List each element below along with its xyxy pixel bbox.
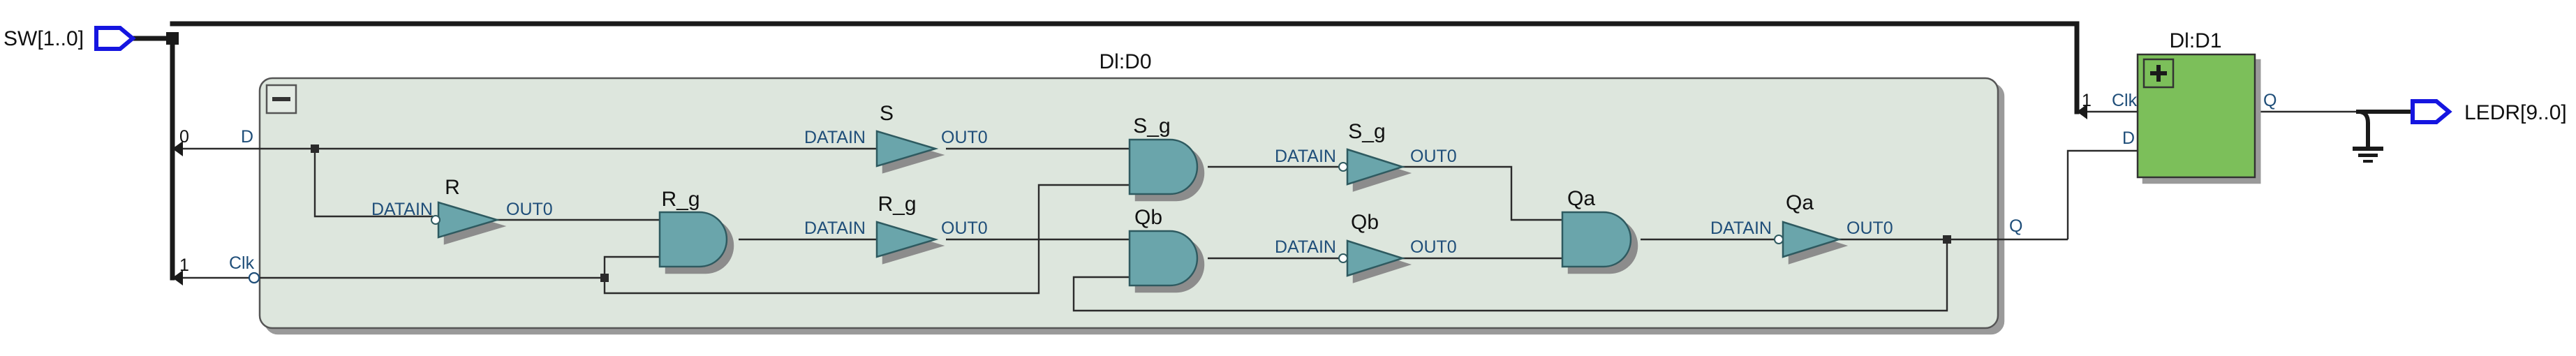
buffer-s-g-name: S_g <box>1348 120 1385 143</box>
block-d1-title: Dl:D1 <box>2169 29 2221 52</box>
input-port-label: SW[1..0] <box>3 27 84 50</box>
block-d1-pin-clk: Clk <box>2112 91 2138 110</box>
and-gate-s-g-name: S_g <box>1133 114 1170 138</box>
buffer-s-g-in: DATAIN <box>1275 147 1336 166</box>
block-d1-frame[interactable] <box>2136 53 2256 179</box>
bus-tap-0: 0 <box>179 127 189 147</box>
buffer-qa-name: Qa <box>1786 191 1814 214</box>
and-gate-qb-name: Qb <box>1134 206 1162 229</box>
buffer-s[interactable] <box>875 130 939 168</box>
buffer-s-g-out: OUT0 <box>1410 147 1457 166</box>
buffer-s-in: DATAIN <box>804 128 866 147</box>
clk-inverter-bubble <box>248 272 260 284</box>
output-port[interactable] <box>2411 99 2452 124</box>
buffer-qa[interactable] <box>1774 221 1842 258</box>
and-gate-qa-name: Qa <box>1567 187 1595 210</box>
block-d0-title: Dl:D0 <box>1099 50 1151 73</box>
block-d1-pin-d: D <box>2122 128 2135 148</box>
buffer-r-g-in: DATAIN <box>804 218 866 238</box>
buffer-r-name: R <box>445 176 460 199</box>
buffer-r[interactable] <box>431 201 501 239</box>
buffer-qa-out: OUT0 <box>1846 218 1893 238</box>
and-gate-s-g[interactable] <box>1128 138 1199 195</box>
buffer-qb[interactable] <box>1338 239 1406 277</box>
bus-tap-1: 1 <box>179 255 189 275</box>
wires <box>183 110 2415 312</box>
pin-q: Q <box>2009 216 2022 236</box>
and-gate-r-g-name: R_g <box>661 188 699 211</box>
buffer-s-name: S <box>880 102 894 125</box>
minus-icon[interactable] <box>265 84 297 114</box>
buffer-s-out: OUT0 <box>941 128 988 147</box>
plus-icon[interactable] <box>2142 58 2175 89</box>
and-gate-r-g[interactable] <box>658 211 728 268</box>
buffer-qb-out: OUT0 <box>1410 237 1457 257</box>
input-bus <box>130 21 2087 285</box>
buffer-qb-name: Qb <box>1351 211 1379 234</box>
buffer-s-g[interactable] <box>1338 148 1406 186</box>
block-d1[interactable] <box>2136 53 2256 179</box>
input-port[interactable] <box>94 26 136 51</box>
buffer-r-g[interactable] <box>875 221 939 258</box>
buffer-qa-in: DATAIN <box>1710 218 1772 238</box>
pin-d: D <box>241 127 253 147</box>
output-port-label: LEDR[9..0] <box>2464 101 2567 124</box>
ground-icon <box>2353 144 2383 163</box>
and-gate-qa[interactable] <box>1561 211 1632 268</box>
pin-clk: Clk <box>229 253 255 273</box>
buffer-r-g-name: R_g <box>878 193 916 216</box>
buffer-r-in: DATAIN <box>371 200 433 219</box>
and-gate-qb[interactable] <box>1128 230 1199 287</box>
buffer-qb-in: DATAIN <box>1275 237 1336 257</box>
bus-tap-d1: 1 <box>2082 91 2092 110</box>
buffer-r-out: OUT0 <box>506 200 553 219</box>
block-d1-pin-q: Q <box>2263 91 2277 110</box>
buffer-r-g-out: OUT0 <box>941 218 988 238</box>
